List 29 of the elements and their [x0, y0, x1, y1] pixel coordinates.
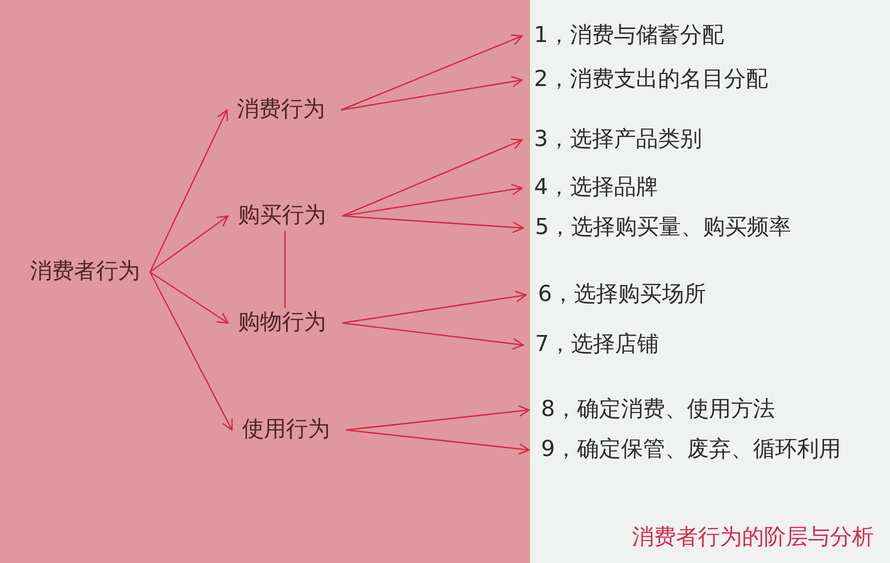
list-item-text: 9，确定保管、废弃、循环利用 [529, 435, 845, 465]
root-topic-label: 消费者行为 [20, 257, 150, 287]
arrow [346, 405, 530, 431]
caption: 消费者行为的阶层与分析 [632, 524, 874, 552]
arrow [340, 34, 523, 111]
list-item-text: 1，消费与储蓄分配 [522, 21, 728, 51]
list-item-text: 3，选择产品类别 [522, 125, 706, 155]
list-item-text: 8，确定消费、使用方法 [529, 395, 779, 425]
arrow [342, 322, 524, 350]
arrow [340, 76, 523, 111]
arrow [342, 184, 523, 217]
arrow [149, 109, 228, 272]
list-item-text: 7，选择店铺 [523, 330, 663, 360]
arrow [346, 429, 530, 455]
list-item-text: 2，消费支出的名目分配 [522, 65, 772, 95]
arrow [149, 272, 233, 431]
branch-topic-label: 使用行为 [232, 415, 346, 445]
list-item-text: 4，选择品牌 [522, 173, 662, 203]
branch-topic-label: 购买行为 [228, 201, 342, 231]
arrow [342, 290, 527, 324]
branch-topic-label: 购物行为 [228, 308, 342, 338]
arrow [150, 215, 229, 273]
list-item-text: 6，选择购买场所 [526, 280, 710, 310]
list-item-text: 5，选择购买量、购买频率 [523, 213, 795, 243]
arrow [342, 215, 524, 234]
branch-topic-label: 消费行为 [227, 95, 341, 125]
arrow [150, 271, 229, 324]
connector-line [284, 231, 286, 308]
arrow [342, 138, 523, 217]
